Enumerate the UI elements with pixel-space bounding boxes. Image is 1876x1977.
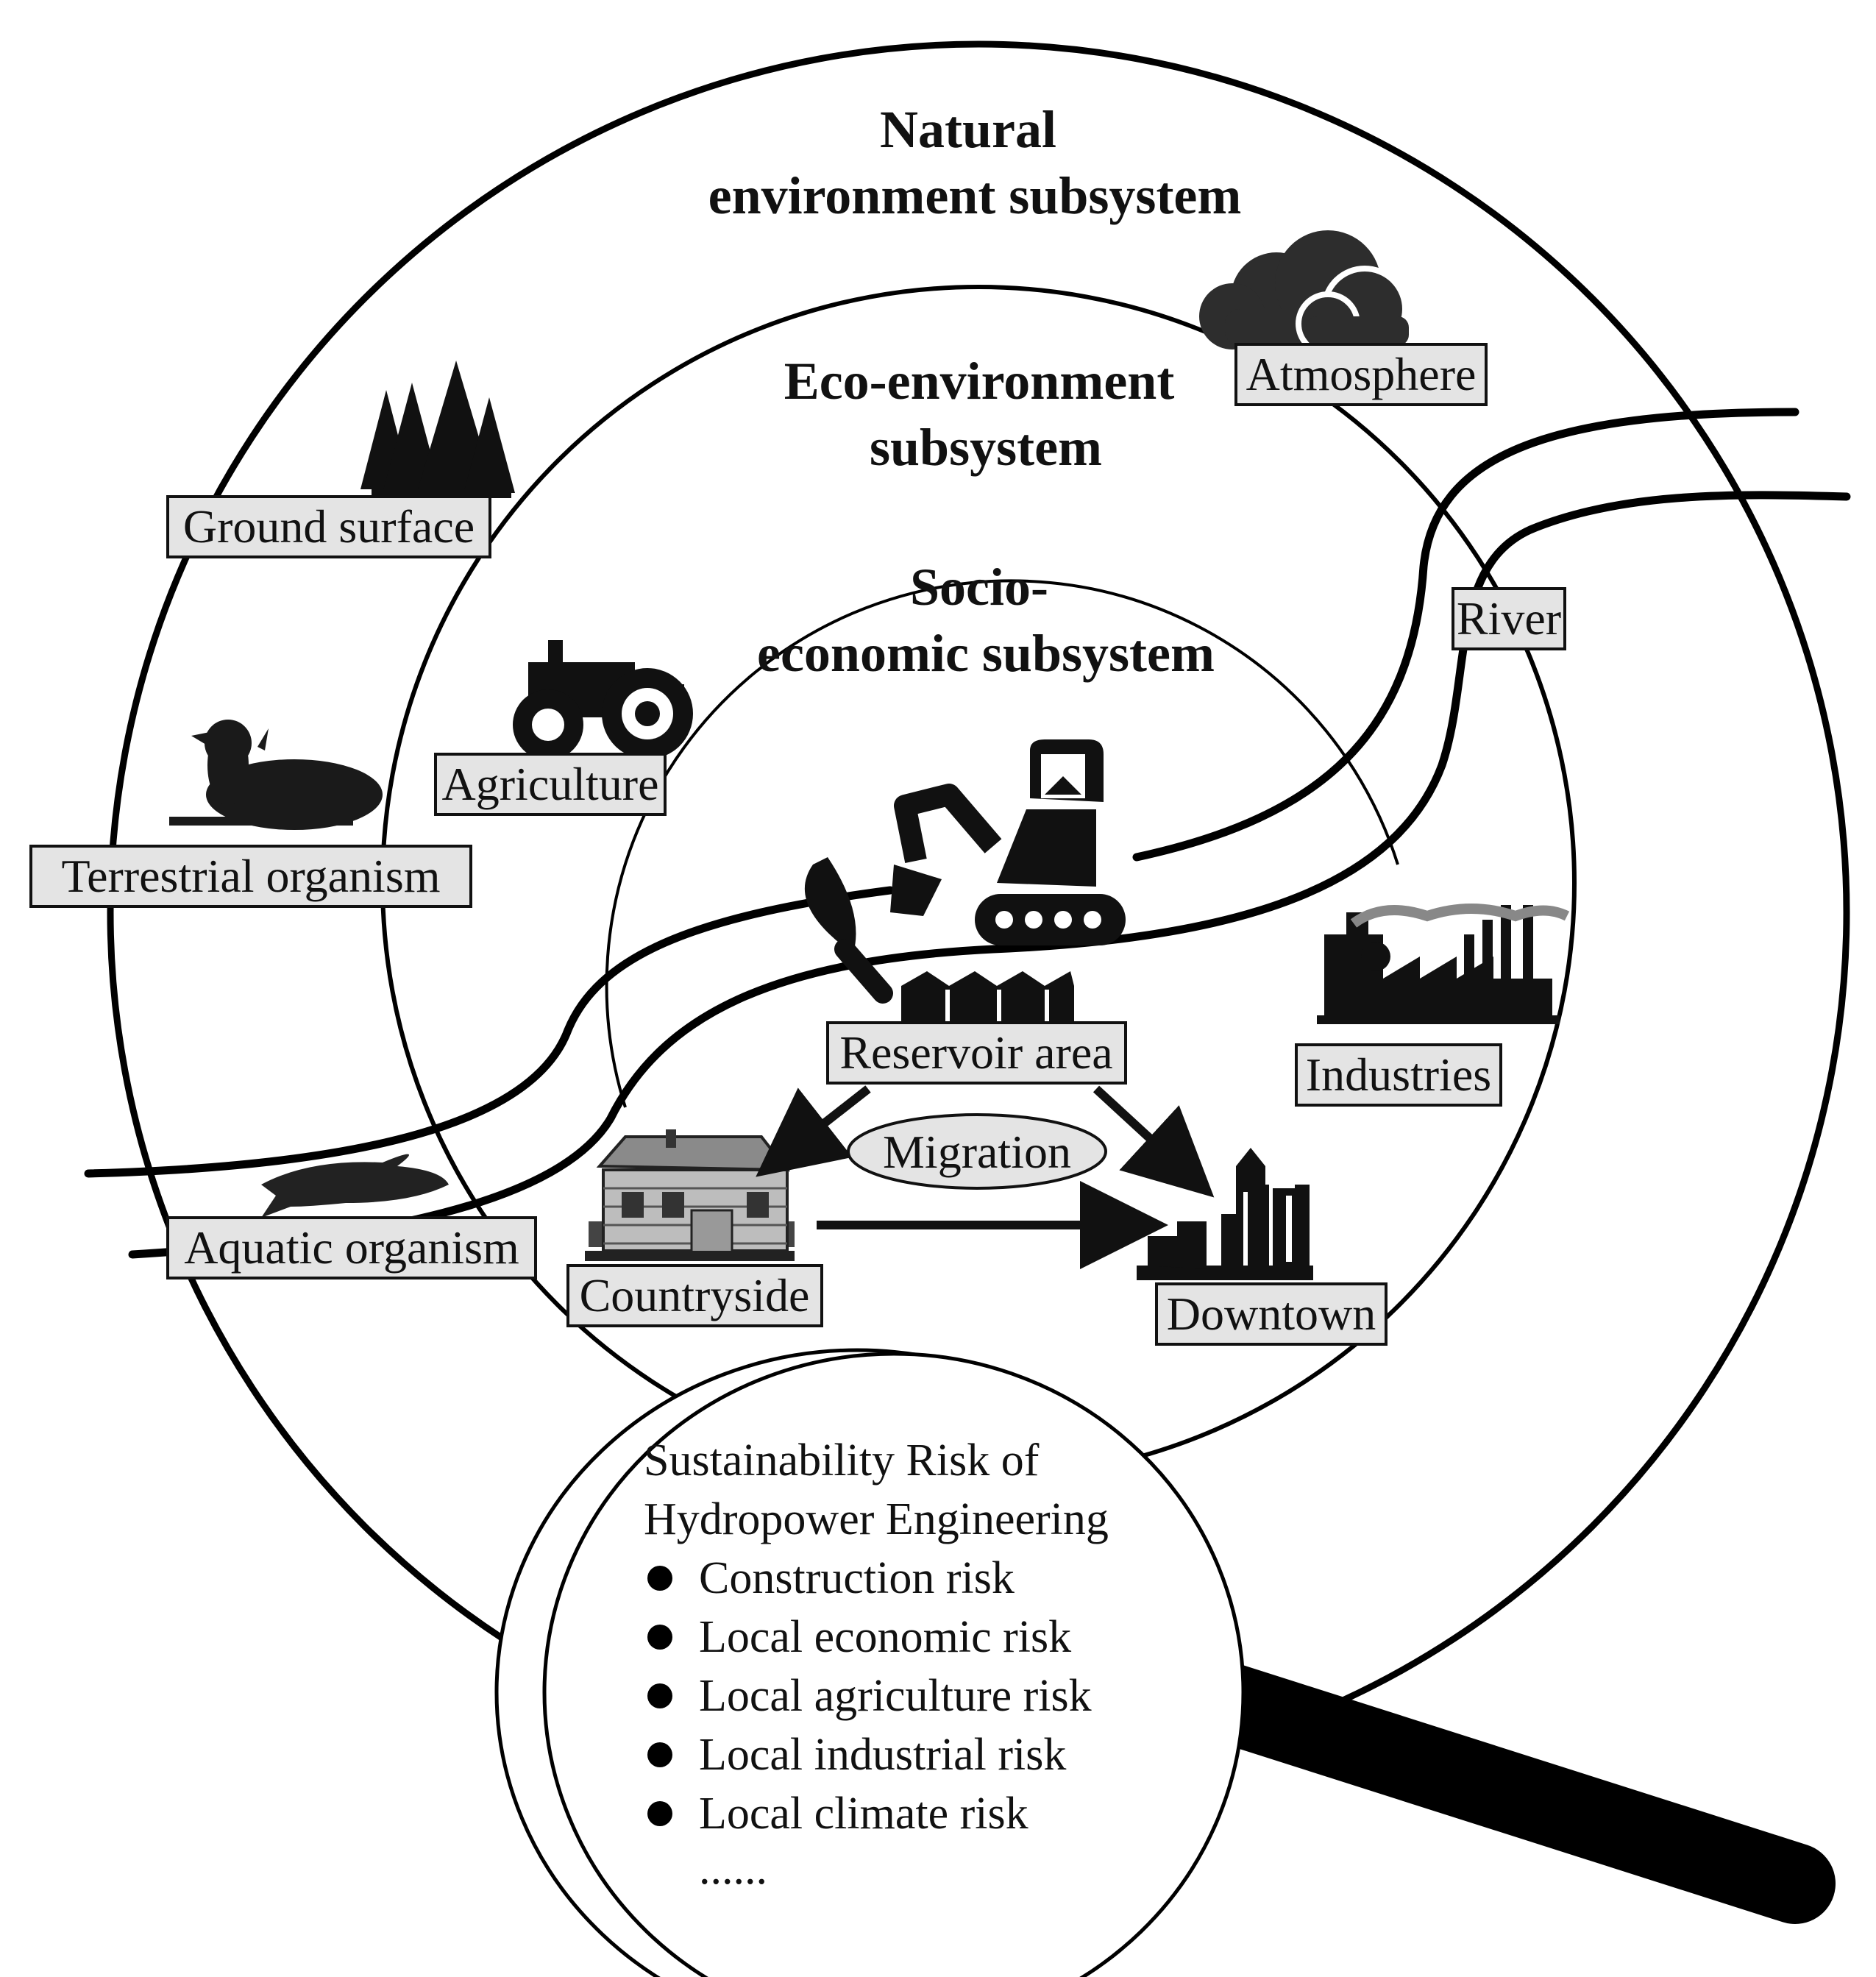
agriculture-label: Agriculture — [434, 753, 667, 816]
svg-text:Countryside: Countryside — [580, 1269, 810, 1321]
farmhouse-icon — [585, 1129, 795, 1261]
risk-item: Local industrial risk — [699, 1730, 1066, 1780]
migration-arrows — [756, 1085, 1215, 1269]
risk-item: Local economic risk — [699, 1612, 1071, 1662]
svg-text:Terrestrial organism: Terrestrial organism — [61, 850, 440, 902]
magnifier-lens — [494, 1348, 1246, 1977]
bullet-icon — [647, 1625, 672, 1650]
factory-icon — [1317, 904, 1570, 1024]
ground-surface-label: Ground surface — [166, 495, 491, 558]
risk-item: Local climate risk — [699, 1789, 1028, 1839]
tractor-icon — [513, 640, 693, 760]
risk-more: ...... — [699, 1844, 767, 1894]
magnifier-handle-icon — [1166, 1655, 1836, 1924]
socio-subsystem-title: Socio- economic subsystem — [757, 558, 1215, 683]
shark-icon — [261, 1154, 449, 1218]
svg-text:Atmosphere: Atmosphere — [1246, 348, 1477, 400]
svg-text:Agriculture: Agriculture — [442, 758, 659, 810]
svg-text:Reservoir area: Reservoir area — [839, 1026, 1112, 1079]
shovel-icon — [804, 857, 893, 1004]
city-skyline-icon — [1137, 1148, 1313, 1280]
terrestrial-organism-label: Terrestrial organism — [29, 845, 472, 908]
industries-label: Industries — [1295, 1043, 1502, 1107]
svg-text:Migration: Migration — [883, 1126, 1071, 1178]
svg-text:Downtown: Downtown — [1167, 1288, 1376, 1340]
bullet-icon — [647, 1683, 672, 1708]
river-label: River — [1452, 587, 1566, 650]
reservoir-area-label: Reservoir area — [826, 1021, 1127, 1085]
cloud-icon — [1199, 230, 1409, 356]
bullet-icon — [647, 1566, 672, 1591]
excavator-icon — [890, 739, 1126, 945]
forest-icon — [360, 361, 515, 498]
risk-panel: Sustainability Risk of Hydropower Engine… — [644, 1435, 1109, 1894]
eco-subsystem-title: Eco-environment subsystem — [784, 352, 1188, 477]
downtown-label: Downtown — [1155, 1282, 1388, 1346]
risk-item: Construction risk — [699, 1553, 1015, 1603]
river-banks — [84, 408, 1851, 1259]
svg-text:Industries: Industries — [1306, 1048, 1491, 1101]
svg-text:River: River — [1457, 592, 1561, 645]
migration-label: Migration — [847, 1113, 1107, 1190]
risk-panel-title: Sustainability Risk of Hydropower Engine… — [644, 1435, 1109, 1544]
countryside-label: Countryside — [566, 1264, 823, 1327]
socio-economic-circle — [605, 579, 1399, 1108]
aquatic-organism-label: Aquatic organism — [166, 1216, 537, 1279]
risk-item: Local agriculture risk — [699, 1671, 1092, 1721]
bullet-icon — [647, 1801, 672, 1826]
risk-list: Construction risk Local economic risk Lo… — [647, 1553, 1092, 1894]
natural-subsystem-title: Natural environment subsystem — [708, 100, 1242, 225]
warehouse-icon — [901, 971, 1074, 1030]
deer-icon — [169, 720, 383, 830]
atmosphere-label: Atmosphere — [1234, 343, 1488, 406]
svg-text:Ground surface: Ground surface — [183, 500, 475, 553]
bullet-icon — [647, 1742, 672, 1767]
svg-text:Aquatic organism: Aquatic organism — [184, 1221, 519, 1274]
